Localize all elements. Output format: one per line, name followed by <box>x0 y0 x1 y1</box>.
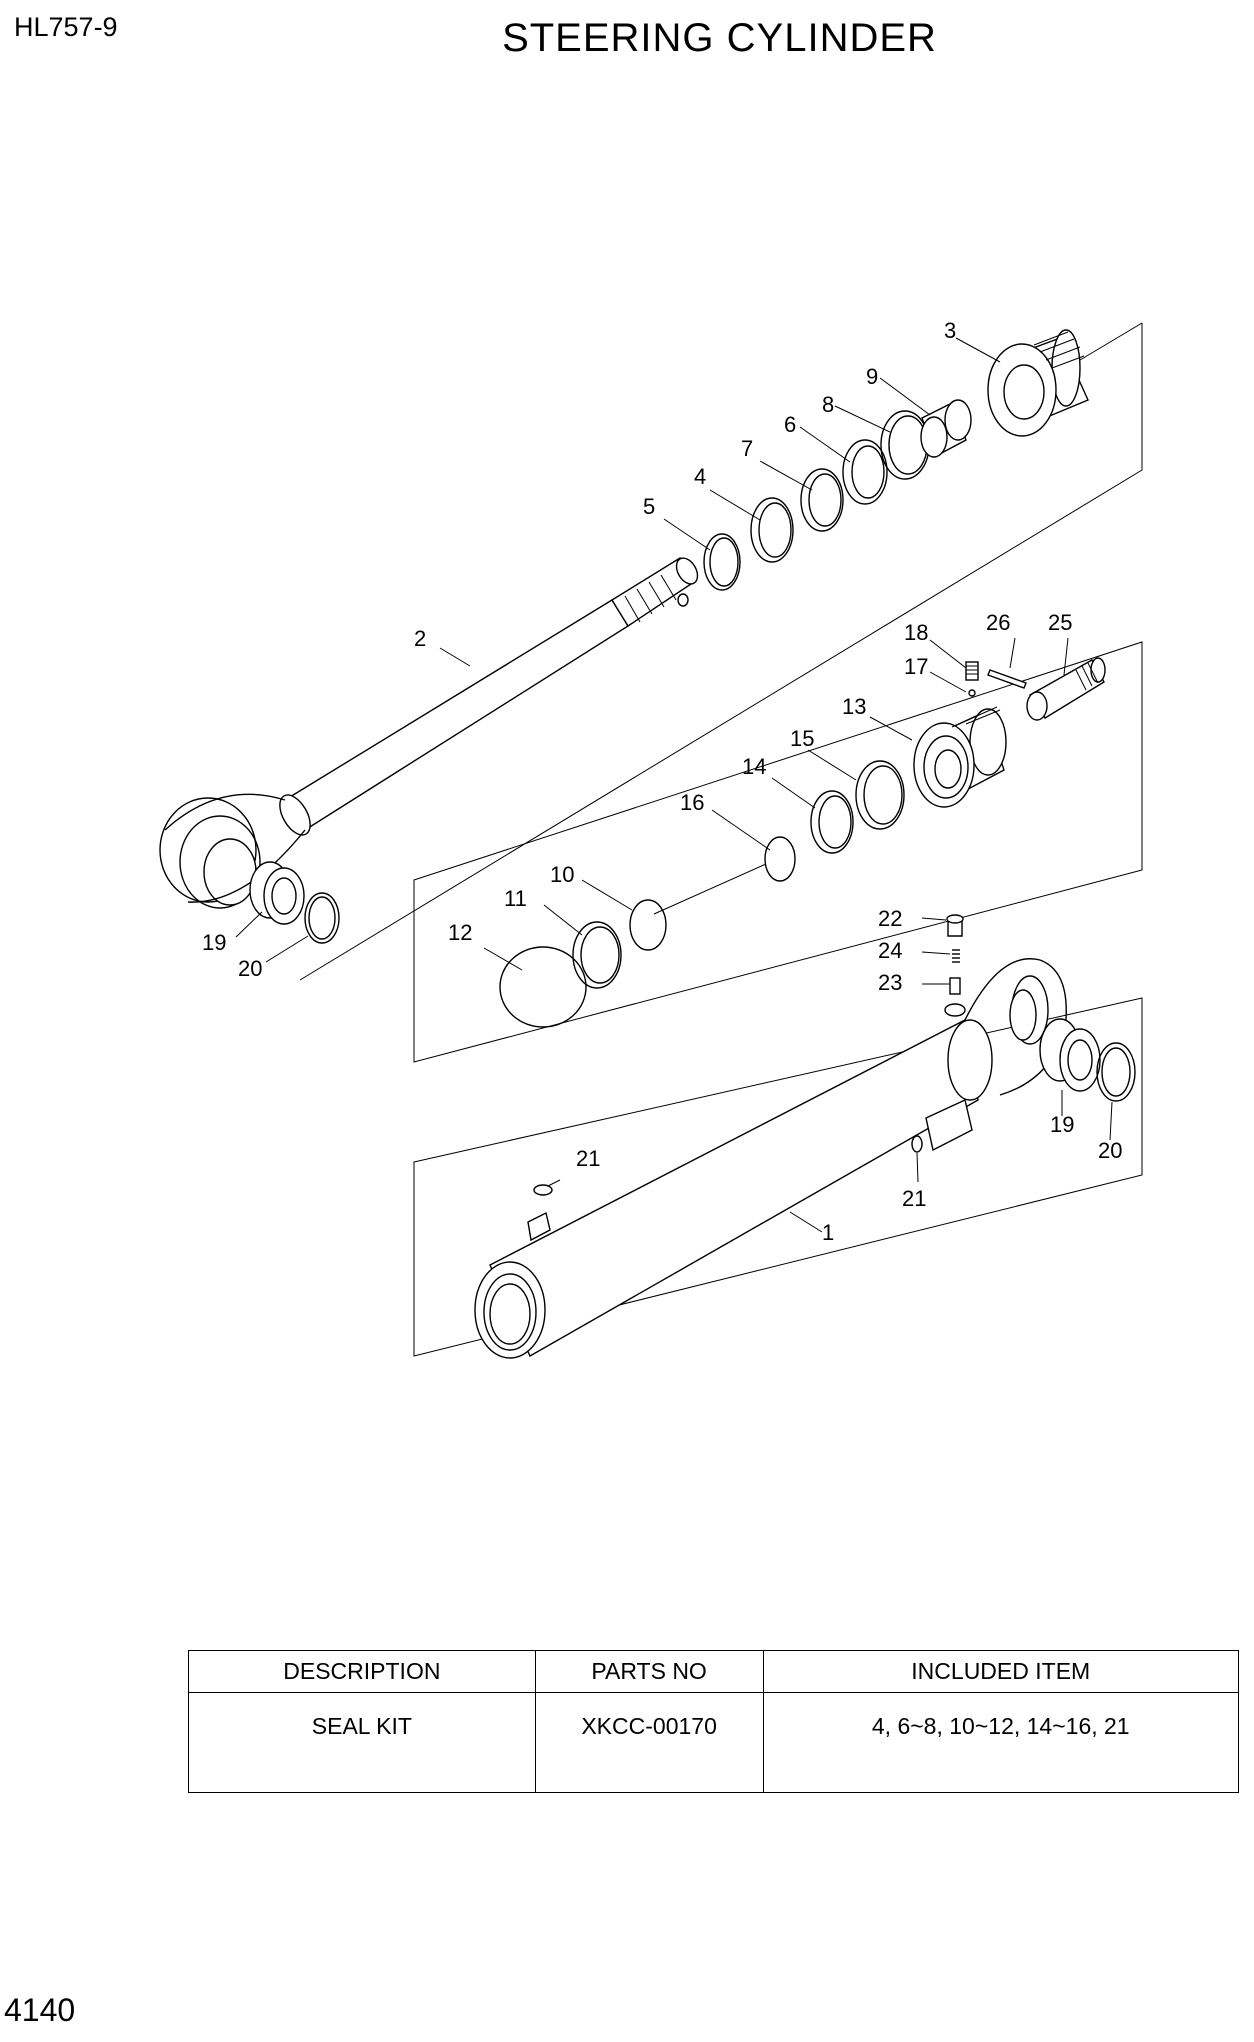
part-bushing-tube-end <box>1039 1018 1101 1092</box>
callout-16: 16 <box>680 790 704 815</box>
callout-26: 26 <box>986 610 1010 635</box>
page-number: 4140 <box>4 1992 76 2028</box>
callout-24: 24 <box>878 938 902 963</box>
callout-2: 2 <box>414 626 426 651</box>
callout-8: 8 <box>822 392 834 417</box>
cell-parts-no: XKCC-00170 <box>534 1692 764 1793</box>
part-o-ring-large <box>499 946 587 1028</box>
table-header-row: DESCRIPTION PARTS NO INCLUDED ITEM <box>188 1650 1239 1693</box>
callout-19-tube: 19 <box>1050 1112 1074 1137</box>
part-pin <box>987 669 1027 689</box>
part-retaining-ring <box>703 533 741 591</box>
seal-kit-table: DESCRIPTION PARTS NO INCLUDED ITEM SEAL … <box>188 1650 1239 1793</box>
part-plunger <box>944 977 966 1017</box>
callout-21-top: 21 <box>576 1146 600 1171</box>
cell-description: SEAL KIT <box>188 1692 536 1793</box>
part-set-screw <box>965 661 979 681</box>
part-gland <box>987 329 1089 437</box>
part-piston <box>913 706 1007 808</box>
tube-group-frame <box>413 997 1143 1357</box>
callout-9-label: 9 <box>866 364 878 389</box>
callout-4: 4 <box>694 464 706 489</box>
callout-25: 25 <box>1048 610 1072 635</box>
model-number: HL757-9 <box>14 12 118 42</box>
part-piston-rod <box>159 557 699 909</box>
part-back-up-ring <box>800 468 844 532</box>
col-header-included-item: INCLUDED ITEM <box>762 1650 1239 1693</box>
table-row: SEAL KIT XKCC-00170 4, 6~8, 10~12, 14~16… <box>188 1692 1239 1793</box>
callout-1: 1 <box>822 1220 834 1245</box>
part-o-ring-port-top <box>533 1184 553 1196</box>
callout-14: 14 <box>742 754 766 779</box>
callout-12: 12 <box>448 920 472 945</box>
callout-19-rod: 19 <box>202 930 226 955</box>
callout-23: 23 <box>878 970 902 995</box>
part-u-packing <box>842 439 888 505</box>
part-o-ring-port-side <box>911 1135 923 1153</box>
part-snap-ring-tube-end <box>1096 1042 1136 1102</box>
col-header-parts-no: PARTS NO <box>534 1650 764 1693</box>
col-header-description: DESCRIPTION <box>188 1650 536 1693</box>
piston-group-frame <box>413 641 1143 1063</box>
rod-group-frame-top <box>1079 322 1143 361</box>
callout-13: 13 <box>842 694 866 719</box>
callout-22: 22 <box>878 906 902 931</box>
callout-21-side: 21 <box>902 1186 926 1211</box>
callout-6: 6 <box>784 412 796 437</box>
part-snap-ring-rod-end <box>304 892 340 944</box>
part-back-up-ring-piston <box>572 921 622 989</box>
leader-lines <box>235 337 1113 1233</box>
callout-20-rod: 20 <box>238 956 262 981</box>
part-o-ring-piston <box>764 836 796 882</box>
callout-20-tube: 20 <box>1098 1138 1122 1163</box>
rod-group-frame <box>299 323 1143 981</box>
part-piston-seal <box>855 760 905 830</box>
callout-18: 18 <box>904 620 928 645</box>
part-wear-ring <box>810 790 854 854</box>
part-spring <box>952 949 960 963</box>
part-bushing-rod-end <box>249 861 305 925</box>
cell-included-item: 4, 6~8, 10~12, 14~16, 21 <box>762 1692 1239 1793</box>
callout-11: 11 <box>504 886 527 911</box>
part-dust-wiper <box>750 497 794 563</box>
part-lock-nut <box>1026 657 1106 721</box>
callout-3: 3 <box>944 318 956 343</box>
callout-7: 7 <box>741 436 753 461</box>
part-rod-bushing <box>920 399 972 458</box>
part-steel-ball <box>968 689 976 697</box>
part-o-ring-small <box>629 899 667 951</box>
part-grease-nipple <box>946 914 964 937</box>
callout-5: 5 <box>643 494 655 519</box>
callout-15: 15 <box>790 726 814 751</box>
callout-10: 10 <box>550 862 574 887</box>
page-title: STEERING CYLINDER <box>502 16 937 60</box>
part-cylinder-tube <box>474 958 1067 1359</box>
callout-17: 17 <box>904 654 928 679</box>
